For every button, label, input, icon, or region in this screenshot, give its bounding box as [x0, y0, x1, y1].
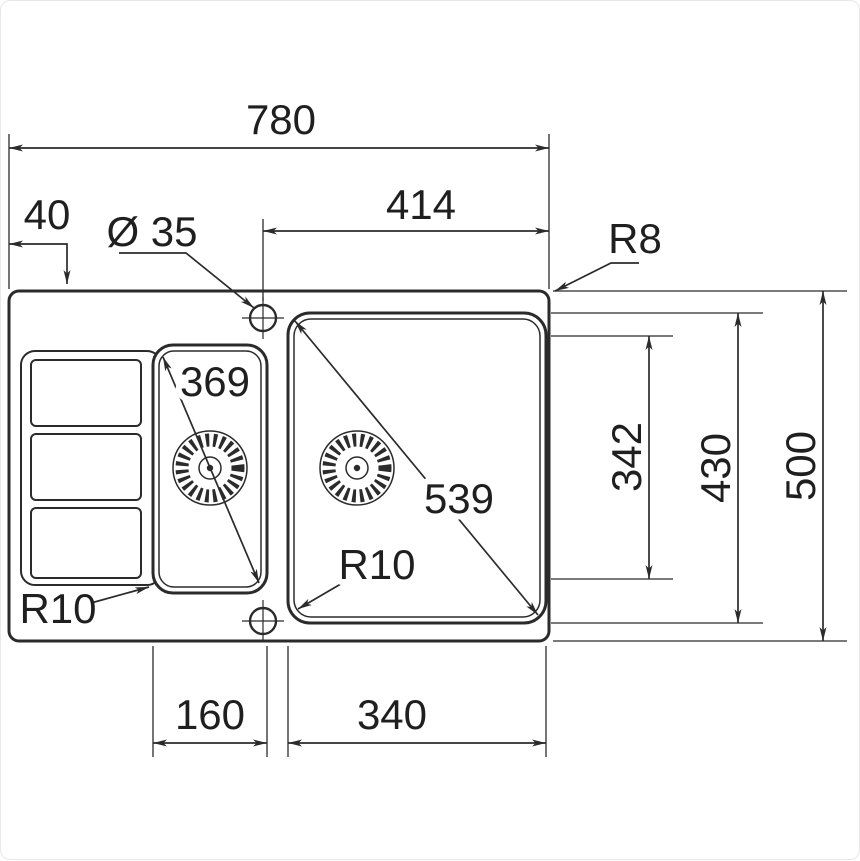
- small-bowl-diagonal-label: 369: [180, 358, 250, 405]
- drainer-rib: [30, 507, 142, 579]
- drainer-rib: [30, 359, 142, 427]
- outer-corner-radius-label: R8: [608, 215, 662, 262]
- leader-bowl-corner-radius: [297, 577, 352, 610]
- leader-left-corner-radius: [90, 586, 150, 604]
- inner-height-label: 342: [603, 422, 650, 492]
- overall-height-label: 500: [777, 431, 824, 501]
- small-bowl-inner-edge: [158, 350, 262, 588]
- tap-hole-diameter-label: Ø 35: [106, 208, 197, 255]
- dim-right-section-label: 414: [386, 181, 456, 228]
- large-bowl-diagonal-label: 539: [424, 475, 494, 522]
- dim-line-small-bowl-diagonal: [162, 356, 260, 584]
- dim-left-offset-label: 40: [24, 191, 71, 238]
- leader-outer-corner-radius: [554, 262, 639, 292]
- large-bowl-width-label: 340: [357, 691, 427, 738]
- large-bowl-inner-edge: [293, 318, 541, 618]
- dim-overall-width-label: 780: [246, 96, 316, 143]
- drainer-area: [20, 350, 162, 586]
- bowl-corner-radius-label: R10: [338, 541, 415, 588]
- drainer-rib: [30, 433, 142, 501]
- left-corner-radius-label: R10: [19, 585, 96, 632]
- small-bowl-width-label: 160: [175, 691, 245, 738]
- bowl-height-label: 430: [692, 433, 739, 503]
- dim-line-large-bowl-diagonal: [294, 320, 539, 616]
- dim-line-left-offset: [9, 240, 71, 284]
- dimension-annotations: 780 414 40 Ø 35 R8 369 539 R10 R10 342: [8, 96, 847, 757]
- leader-tap-hole-diameter: [119, 252, 255, 309]
